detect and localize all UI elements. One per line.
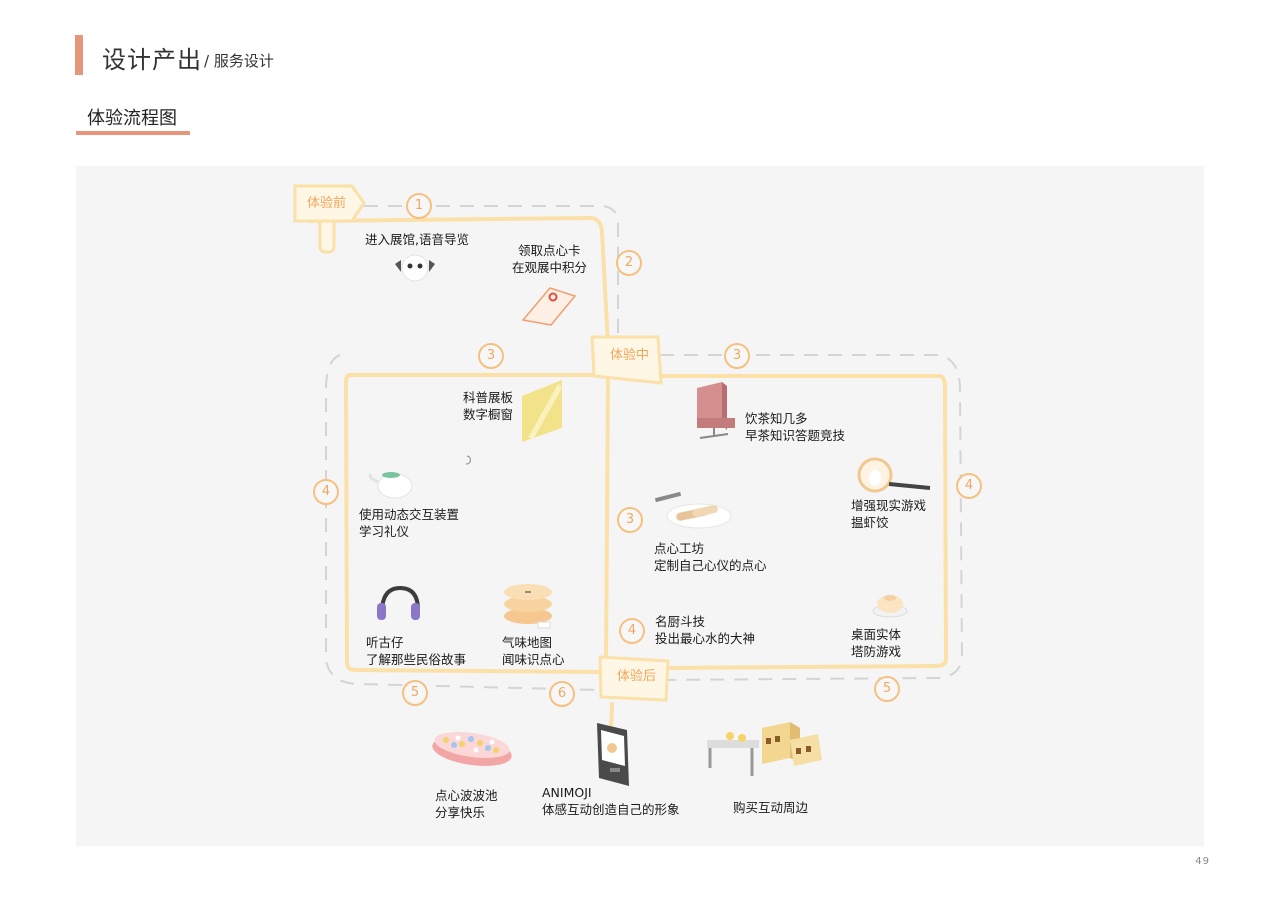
step-marker-5-right: 5 <box>874 676 900 702</box>
step-marker-6: 6 <box>549 681 575 707</box>
stage-sign-after <box>598 655 670 702</box>
section-underline <box>76 131 190 135</box>
label-board: 科普展板数字橱窗 <box>463 390 514 422</box>
path-after <box>609 702 614 732</box>
dim-sum-card-icon <box>521 287 577 326</box>
kiosk-icon <box>597 723 629 786</box>
section-title: 体验流程图 <box>87 108 177 129</box>
label-card: 领取点心卡在观展中积分 <box>512 243 588 275</box>
stage-label-after: 体验后 <box>617 669 657 684</box>
shop-stall-icon <box>707 722 822 776</box>
step-marker-3-right: 3 <box>724 343 750 369</box>
dashed-guide-lines <box>325 205 964 691</box>
label-quiz: 饮茶知几多早茶知识答题竞技 <box>745 411 846 443</box>
bun-icon <box>872 595 908 618</box>
page-title: 设计产出 <box>102 46 202 74</box>
magnifier-icon <box>857 457 931 493</box>
display-board-icon <box>522 380 562 442</box>
step-marker-1: 1 <box>406 193 432 219</box>
smell-map-icon <box>504 584 552 629</box>
label-tower-defense: 桌面实体塔防游戏 <box>851 627 902 659</box>
robot-guide-icon <box>395 254 435 282</box>
label-chef: 名厨斗技投出最心水的大神 <box>655 614 756 646</box>
stage-sign-before <box>293 184 366 223</box>
start-post <box>318 216 336 254</box>
step-marker-3-center: 3 <box>617 507 643 533</box>
path-before <box>308 216 610 347</box>
label-workshop: 点心工坊定制自己心仪的点心 <box>654 541 767 573</box>
stage-sign-during <box>590 335 663 385</box>
quiz-chair-icon <box>697 382 735 439</box>
diagram-panel <box>76 166 1204 846</box>
stage-label-during: 体验中 <box>610 348 650 363</box>
label-teapot: 使用动态交互装置学习礼仪 <box>359 507 460 539</box>
stage-label-before: 体验前 <box>307 196 347 211</box>
step-marker-4-left: 4 <box>313 479 339 505</box>
path-left-loop <box>344 373 605 674</box>
dashed-guide-top <box>340 205 619 345</box>
label-ar-game: 增强现实游戏揾虾饺 <box>851 498 927 530</box>
path-right-loop <box>658 374 948 670</box>
main-path <box>308 216 948 732</box>
title-accent-bar <box>75 35 83 75</box>
step-marker-4-center: 4 <box>619 618 645 644</box>
teapot-icon <box>368 472 413 499</box>
step-marker-3-left: 3 <box>478 343 504 369</box>
page-number: 49 <box>1195 856 1210 867</box>
dim-sum-plate-icon <box>654 491 732 529</box>
dashed-guide-right <box>659 354 964 681</box>
label-ball-pit: 点心波波池分享快乐 <box>435 788 498 820</box>
label-smell-map: 气味地图闻味识点心 <box>502 635 565 667</box>
dashed-guide-left <box>325 354 601 691</box>
path-center <box>604 378 610 664</box>
step-marker-2: 2 <box>616 250 642 276</box>
small-hook-mark <box>465 455 472 465</box>
step-marker-4-right: 4 <box>956 473 982 499</box>
headphones-icon <box>377 585 420 620</box>
step-marker-5-left: 5 <box>402 680 428 706</box>
label-headphones: 听古仔了解那些民俗故事 <box>366 635 467 667</box>
page-subtitle: / 服务设计 <box>204 52 274 70</box>
label-shop: 购买互动周边 <box>733 800 809 815</box>
label-enter-hall: 进入展馆,语音导览 <box>365 232 469 247</box>
ball-pit-icon <box>432 731 512 766</box>
